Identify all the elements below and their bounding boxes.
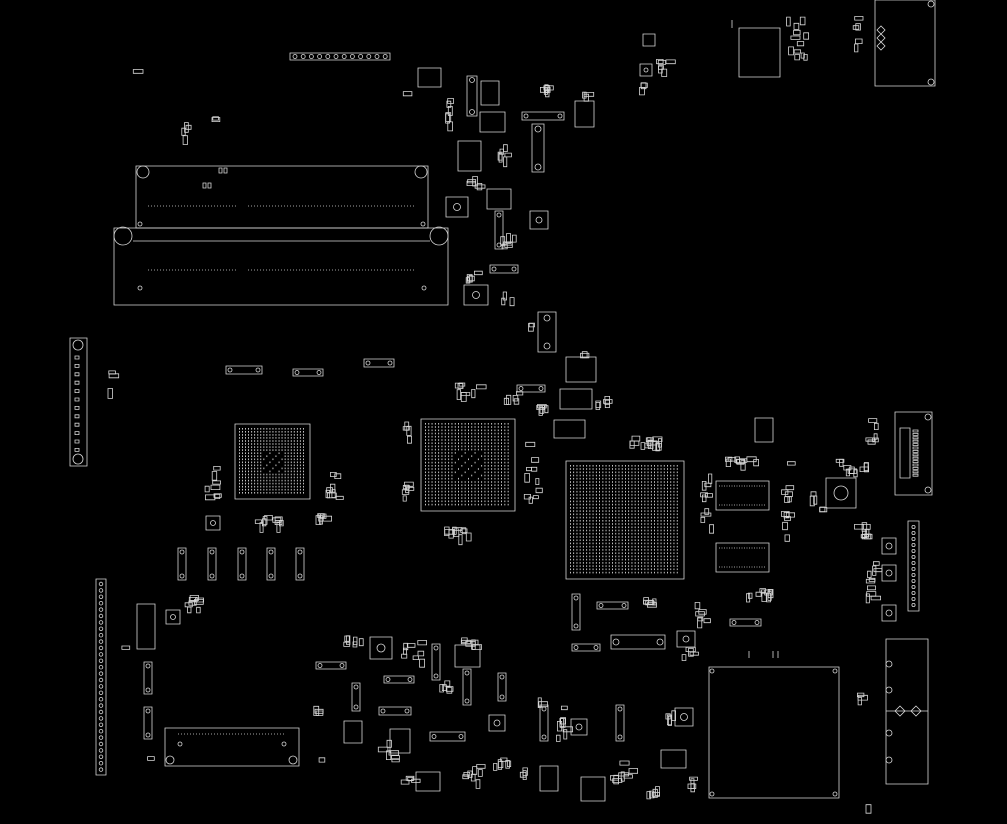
sodimm-slot-upper [136, 166, 428, 228]
large-qfp-chip [709, 651, 839, 798]
header-top-strip [290, 53, 390, 60]
memory-chip-upper [716, 481, 769, 510]
crystal-oscillators [467, 76, 665, 649]
small-passives [108, 17, 882, 814]
tactile-switches [166, 34, 896, 735]
left-long-header [96, 579, 106, 775]
inductor-ring-right [826, 478, 856, 508]
square-ics [137, 68, 773, 801]
sodimm-slot-lower [114, 227, 448, 305]
pill-resistors [226, 112, 761, 741]
bga-chip-left [235, 424, 310, 499]
right-edge-header [908, 521, 919, 611]
top-right-ic [732, 20, 780, 77]
bga-cpu-main [566, 461, 684, 579]
memory-chip-lower [716, 543, 769, 572]
left-edge-connector [70, 338, 87, 466]
right-db-connector [895, 412, 932, 495]
bga-chip-middle [421, 419, 515, 511]
right-usb-stack [886, 639, 928, 784]
vertical-pill-array [144, 211, 624, 741]
bottom-ffc-connector [165, 728, 299, 766]
top-right-ethernet-jack [875, 0, 935, 86]
